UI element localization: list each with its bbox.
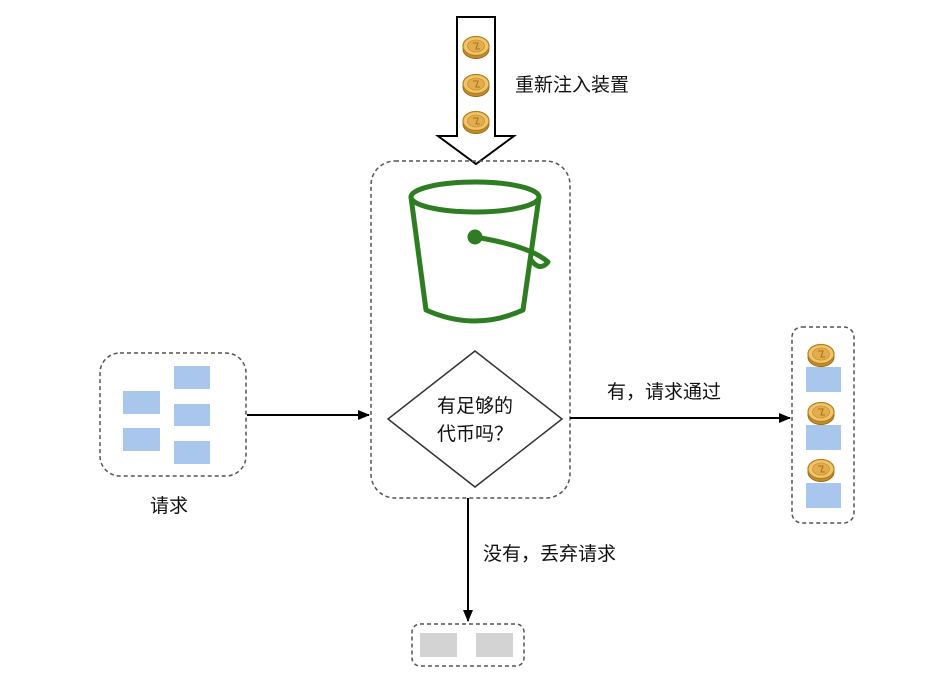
- request-block-icon: [174, 441, 210, 464]
- request-block-icon: [123, 391, 160, 414]
- request-block-icon: [174, 366, 210, 389]
- passed-box: [791, 326, 855, 524]
- pass-label: 有，请求通过: [607, 381, 722, 403]
- bucket-icon: [408, 179, 551, 324]
- request-blocks: [123, 366, 210, 464]
- coin-icon: [462, 35, 490, 60]
- coin-icon: [807, 458, 835, 483]
- drop-label: 没有，丢弃请求: [483, 543, 617, 565]
- passed-items: [806, 343, 841, 508]
- dropped-block: [420, 633, 457, 657]
- bucket-container: [370, 160, 571, 499]
- decision-diamond: [386, 350, 564, 488]
- request-block-icon: [123, 428, 160, 451]
- coin-icon: [462, 73, 490, 98]
- requests-box: [99, 352, 247, 477]
- coin-icon: [807, 343, 835, 368]
- request-block-icon: [806, 367, 841, 392]
- question-line1: 有足够的: [436, 395, 513, 417]
- coin-icon: [807, 401, 835, 426]
- question-line2: 代币吗？: [436, 423, 513, 445]
- request-block-icon: [806, 425, 841, 450]
- request-block-icon: [806, 483, 841, 508]
- dropped-box: [411, 623, 525, 667]
- request-block-icon: [174, 404, 210, 426]
- requests-label: 请求: [150, 495, 189, 517]
- dropped-block: [476, 633, 513, 657]
- coin-icon: [462, 110, 490, 135]
- refill-label: 重新注入装置: [515, 74, 630, 96]
